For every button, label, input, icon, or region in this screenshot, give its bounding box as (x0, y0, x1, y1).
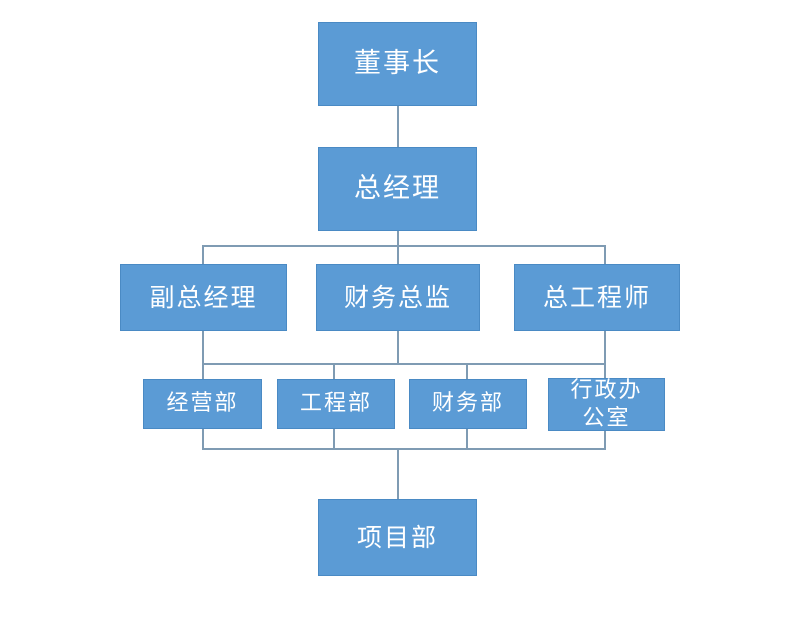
connector-bus-to-engineering-dept (333, 363, 335, 379)
connector-engineering-dept-stem (333, 428, 335, 449)
connector-admin-office-stem (604, 430, 606, 449)
connector-bus-to-chief-engineer (604, 245, 606, 265)
connector-level4-bus (202, 363, 606, 365)
node-operations-dept[interactable]: 经营部 (143, 379, 262, 429)
node-admin-office[interactable]: 行政办 公室 (548, 378, 665, 431)
node-general-manager[interactable]: 总经理 (318, 147, 477, 231)
connector-bus-to-project-dept (397, 448, 399, 500)
node-finance-dept[interactable]: 财务部 (409, 379, 527, 429)
connector-level3-bus (202, 245, 606, 247)
connector-operations-dept-stem (202, 428, 204, 449)
connector-chief-engineer-stem (604, 331, 606, 379)
connector-bus-to-finance-director (397, 245, 399, 265)
connector-bus-to-finance-dept (466, 363, 468, 379)
connector-bus-to-operations-dept (202, 363, 204, 379)
connector-chairman-to-gm (397, 105, 399, 148)
node-project-dept[interactable]: 项目部 (318, 499, 477, 576)
node-engineering-dept[interactable]: 工程部 (277, 379, 395, 429)
connector-bus-to-deputy-gm (202, 245, 204, 265)
node-deputy-general-manager[interactable]: 副总经理 (120, 264, 287, 331)
node-finance-director[interactable]: 财务总监 (316, 264, 480, 331)
connector-finance-director-stem (397, 331, 399, 364)
connector-gm-stem (397, 230, 399, 246)
connector-deputy-gm-stem (202, 331, 204, 364)
node-chief-engineer[interactable]: 总工程师 (514, 264, 680, 331)
connector-finance-dept-stem (466, 428, 468, 449)
connector-level5-bus (202, 448, 606, 450)
node-chairman[interactable]: 董事长 (318, 22, 477, 106)
